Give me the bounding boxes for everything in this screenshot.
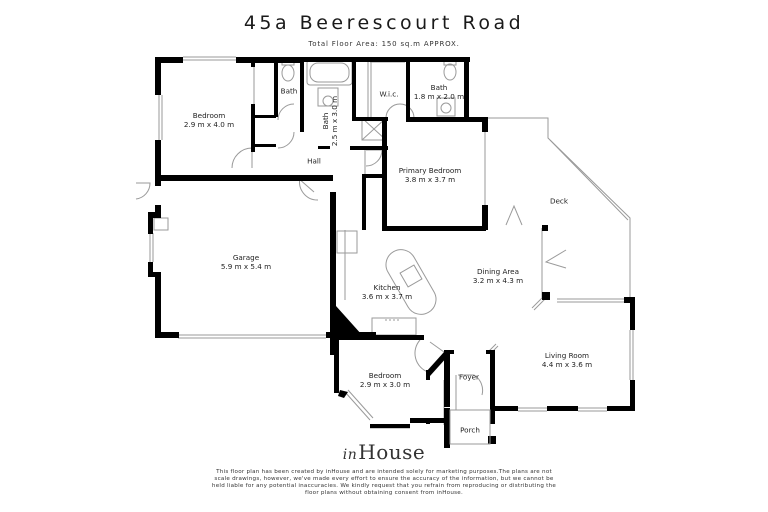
room-name: Bedroom bbox=[192, 111, 226, 120]
room-hall: Hall bbox=[307, 157, 321, 166]
room-size: 1.8 m x 2.0 m bbox=[413, 92, 465, 101]
room-bath-main: Bath 2.5 m x 3.0 m bbox=[321, 96, 339, 146]
room-bedroom-1: Bedroom 2.9 m x 4.0 m bbox=[184, 111, 234, 129]
room-primary-bedroom: Primary Bedroom 3.8 m x 3.7 m bbox=[399, 166, 462, 184]
room-name: Kitchen bbox=[373, 283, 401, 292]
room-name: Deck bbox=[549, 196, 569, 206]
deck-outline bbox=[488, 117, 631, 298]
room-name: Bath bbox=[321, 112, 330, 130]
room-name: Foyer bbox=[459, 372, 479, 382]
room-name: Living Room bbox=[544, 351, 590, 360]
room-size: 2.5 m x 3.0 m bbox=[330, 95, 339, 147]
room-dining-area: Dining Area 3.2 m x 4.3 m bbox=[473, 267, 523, 285]
room-wic: W.i.c. bbox=[379, 90, 398, 99]
room-name: Bedroom bbox=[368, 371, 402, 380]
room-bath-small: Bath bbox=[281, 87, 298, 96]
room-name: Porch bbox=[460, 425, 480, 435]
room-kitchen: Kitchen 3.6 m x 3.7 m bbox=[362, 283, 412, 301]
room-name: Dining Area bbox=[476, 267, 520, 276]
page-title: 45a Beerescourt Road bbox=[243, 12, 525, 34]
logo-text: House bbox=[358, 440, 426, 464]
room-garage: Garage 5.9 m x 5.4 m bbox=[221, 253, 271, 271]
room-size: 5.9 m x 5.4 m bbox=[220, 262, 272, 271]
room-living-room: Living Room 4.4 m x 3.6 m bbox=[542, 351, 592, 369]
inhouse-logo: inHouse bbox=[0, 440, 768, 464]
room-size: 3.8 m x 3.7 m bbox=[404, 175, 456, 184]
room-size: 2.9 m x 4.0 m bbox=[183, 120, 235, 129]
room-size: 3.6 m x 3.7 m bbox=[361, 292, 413, 301]
room-size: 3.2 m x 4.3 m bbox=[472, 276, 524, 285]
room-deck: Deck bbox=[550, 197, 568, 206]
disclaimer-text: This floor plan has been created by inHo… bbox=[211, 469, 557, 496]
total-floor-area: Total Floor Area: 150 sq.m APPROX. bbox=[308, 40, 460, 48]
room-name: Primary Bedroom bbox=[398, 166, 462, 175]
room-name: Bath bbox=[280, 86, 298, 96]
room-name: Bath bbox=[430, 83, 448, 92]
room-size: 4.4 m x 3.6 m bbox=[541, 360, 593, 369]
room-ensuite-bath: Bath 1.8 m x 2.0 m bbox=[414, 83, 464, 101]
room-size: 2.9 m x 3.0 m bbox=[359, 380, 411, 389]
room-name: Hall bbox=[307, 156, 321, 166]
logo-script: in bbox=[342, 447, 358, 463]
room-bedroom-2: Bedroom 2.9 m x 3.0 m bbox=[360, 371, 410, 389]
room-name: Garage bbox=[232, 253, 260, 262]
room-porch: Porch bbox=[460, 426, 480, 435]
room-foyer: Foyer bbox=[459, 373, 479, 382]
room-name: W.i.c. bbox=[379, 89, 399, 99]
